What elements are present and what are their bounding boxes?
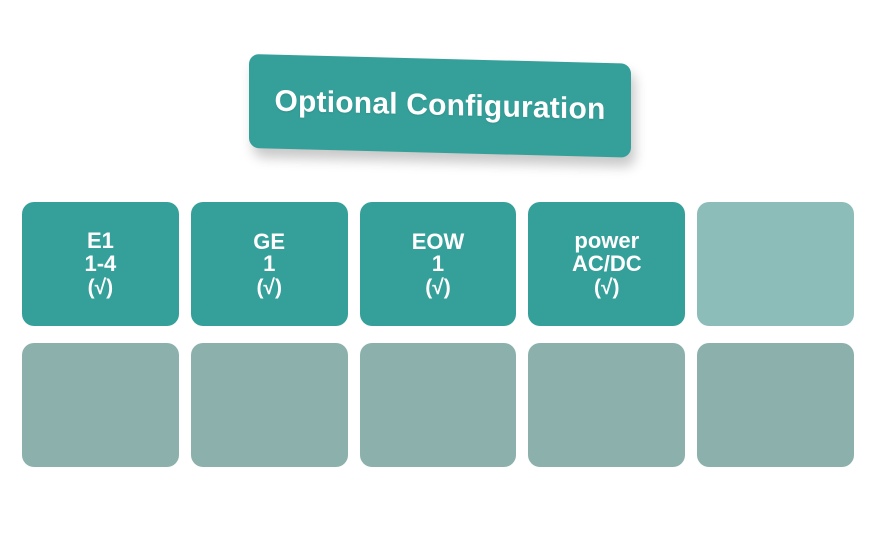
cell-e1-line1: E1 xyxy=(86,227,114,253)
cell-eow-line1: EOW xyxy=(411,228,465,254)
cell-ge-line2: 1 xyxy=(263,250,276,276)
cell-ge-check-mark: (√) xyxy=(256,275,282,299)
grid-row-2 xyxy=(22,343,854,467)
cell-power-line2: AC/DC xyxy=(571,250,642,276)
banner: Optional Configuration xyxy=(249,54,631,158)
banner-title: Optional Configuration xyxy=(274,84,606,127)
cell-row1-empty-5[interactable] xyxy=(697,202,854,326)
cell-row2-empty-3[interactable] xyxy=(359,343,517,467)
cell-eow-check-mark: (√) xyxy=(425,275,451,299)
cell-row2-empty-4[interactable] xyxy=(528,343,686,467)
cell-row2-empty-1[interactable] xyxy=(22,343,179,467)
cell-e1-line2: 1-4 xyxy=(84,250,117,276)
cell-row2-empty-5[interactable] xyxy=(697,343,854,467)
grid-row-1: E1 1-4 (√) GE 1 (√) EOW 1 (√) power AC/D… xyxy=(22,202,854,326)
cell-e1[interactable]: E1 1-4 (√) xyxy=(22,202,179,326)
configuration-grid: E1 1-4 (√) GE 1 (√) EOW 1 (√) power AC/D… xyxy=(22,202,854,467)
cell-eow-line2: 1 xyxy=(431,250,445,276)
cell-power-check-mark: (√) xyxy=(594,276,620,300)
cell-eow[interactable]: EOW 1 (√) xyxy=(359,202,517,326)
cell-e1-check-mark: (√) xyxy=(87,276,114,300)
cell-ge-line1: GE xyxy=(253,228,286,254)
cell-power-line1: power xyxy=(574,227,640,253)
cell-row2-empty-2[interactable] xyxy=(190,343,348,467)
cell-ge[interactable]: GE 1 (√) xyxy=(190,202,348,326)
cell-power[interactable]: power AC/DC (√) xyxy=(528,202,686,326)
